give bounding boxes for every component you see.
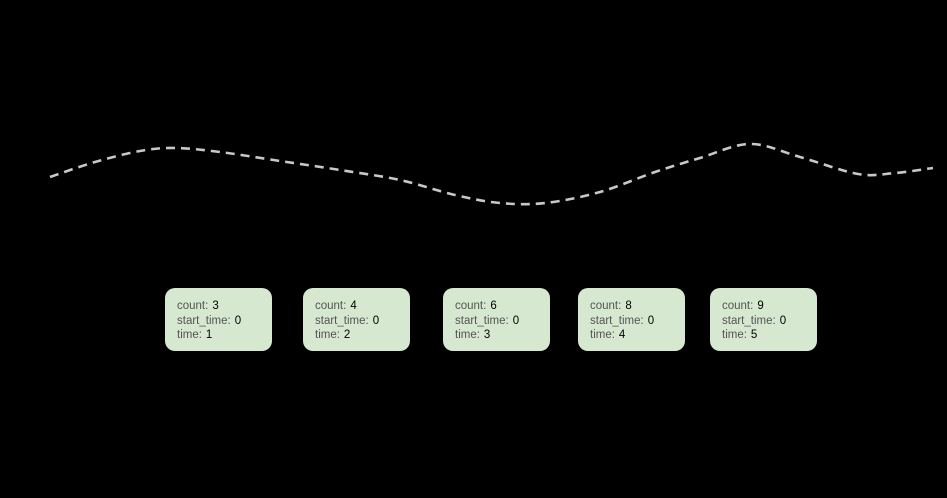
value-card-3: count:6 start_time:0 time:3 [443, 288, 550, 351]
value-card-1: count:3 start_time:0 time:1 [165, 288, 272, 351]
count-line: count:8 [590, 299, 677, 314]
dashed-curve [49, 142, 934, 206]
count-label: count: [722, 300, 754, 312]
count-value: 6 [490, 300, 497, 312]
count-label: count: [455, 300, 487, 312]
time-line: time:4 [590, 328, 677, 343]
count-value: 3 [212, 300, 219, 312]
start-time-value: 0 [779, 314, 787, 327]
time-label: time: [722, 329, 747, 342]
time-label: time: [177, 329, 202, 342]
time-line: time:1 [177, 328, 264, 343]
time-label: time: [455, 329, 480, 342]
start-time-line: start_time:0 [315, 314, 402, 329]
count-value: 8 [625, 300, 632, 312]
start-time-value: 0 [372, 314, 380, 327]
time-label: time: [590, 329, 615, 342]
time-line: time:2 [315, 328, 402, 343]
count-label: count: [177, 300, 209, 312]
value-card-4: count:8 start_time:0 time:4 [578, 288, 685, 351]
time-value: 1 [205, 329, 213, 342]
start-time-value: 0 [512, 314, 520, 327]
value-card-5: count:9 start_time:0 time:5 [710, 288, 817, 351]
time-line: time:5 [722, 328, 809, 343]
count-line: count:4 [315, 299, 402, 314]
start-time-line: start_time:0 [722, 314, 809, 329]
start-time-label: start_time: [177, 314, 231, 327]
count-label: count: [315, 300, 347, 312]
time-line: time:3 [455, 328, 542, 343]
start-time-label: start_time: [315, 314, 369, 327]
count-label: count: [590, 300, 622, 312]
time-value: 4 [618, 329, 626, 342]
time-value: 2 [343, 329, 351, 342]
count-value: 9 [757, 300, 764, 312]
start-time-line: start_time:0 [455, 314, 542, 329]
start-time-label: start_time: [455, 314, 509, 327]
count-line: count:6 [455, 299, 542, 314]
start-time-value: 0 [234, 314, 242, 327]
time-value: 3 [483, 329, 491, 342]
start-time-value: 0 [647, 314, 655, 327]
start-time-label: start_time: [722, 314, 776, 327]
time-value: 5 [750, 329, 758, 342]
start-time-line: start_time:0 [590, 314, 677, 329]
time-label: time: [315, 329, 340, 342]
count-line: count:3 [177, 299, 264, 314]
start-time-line: start_time:0 [177, 314, 264, 329]
count-line: count:9 [722, 299, 809, 314]
count-value: 4 [350, 300, 357, 312]
value-card-2: count:4 start_time:0 time:2 [303, 288, 410, 351]
start-time-label: start_time: [590, 314, 644, 327]
